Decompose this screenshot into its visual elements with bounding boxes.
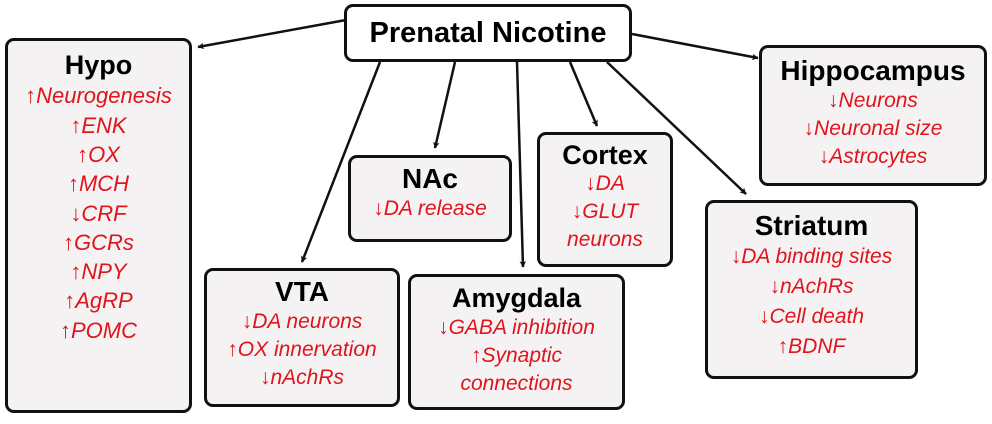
effect-item: ↓DA release xyxy=(373,197,487,221)
effect-item: ↓GABA inhibition xyxy=(438,316,595,340)
effect-item: neurons xyxy=(567,228,643,252)
effect-item: ↑MCH xyxy=(67,171,130,197)
region-title-striatum: Striatum xyxy=(754,210,869,241)
effect-item: ↓CRF xyxy=(70,200,127,226)
region-title-amygdala: Amygdala xyxy=(451,283,582,313)
effect-item: connections xyxy=(460,372,573,396)
arrow-to-nac xyxy=(433,61,457,149)
striatum-box: Striatum ↓DA binding sites ↓nAchRs ↓Cell… xyxy=(705,200,918,379)
effect-item: ↓DA binding sites xyxy=(730,245,893,269)
effect-item: ↑BDNF xyxy=(777,335,846,359)
region-title-nac: NAc xyxy=(401,163,458,194)
effect-item: ↑POMC xyxy=(60,317,137,343)
region-title-cortex: Cortex xyxy=(562,140,648,170)
effect-item: ↑Neurogenesis xyxy=(25,83,172,109)
hypo-box: Hypo ↑Neurogenesis ↑ENK ↑OX ↑MCH ↓CRF ↑G… xyxy=(5,38,192,413)
effect-item: ↑ENK xyxy=(70,112,127,138)
effect-item: ↑GCRs xyxy=(63,229,134,255)
arrow-to-cortex xyxy=(568,61,599,127)
effect-item: ↓Cell death xyxy=(758,305,865,329)
effect-item: ↓Neuronal size xyxy=(803,117,943,141)
arrow-to-hippocampus xyxy=(631,32,759,61)
nac-box: NAc ↓DA release xyxy=(348,155,512,242)
effect-item: ↑NPY xyxy=(70,259,127,285)
hippocampus-box: Hippocampus ↓Neurons ↓Neuronal size ↓Ast… xyxy=(759,45,987,186)
effect-item: ↓GLUT xyxy=(571,200,639,224)
region-title-hypo: Hypo xyxy=(64,50,133,80)
region-title-hippocampus: Hippocampus xyxy=(780,55,966,86)
effect-item: ↑Synaptic xyxy=(470,344,563,368)
effect-item: ↓nAchRs xyxy=(259,366,345,390)
effect-item: ↓Astrocytes xyxy=(818,145,928,169)
effect-item: ↓nAchRs xyxy=(769,275,854,299)
arrow-to-vta xyxy=(300,61,382,263)
effect-item: ↓Neurons xyxy=(828,89,918,113)
prenatal-nicotine-box: Prenatal Nicotine xyxy=(344,4,632,62)
vta-box: VTA ↓DA neurons ↑OX innervation ↓nAchRs xyxy=(204,268,400,407)
arrow-to-striatum xyxy=(606,61,747,195)
effect-item: ↑OX innervation xyxy=(227,338,377,362)
region-title-vta: VTA xyxy=(275,276,329,307)
center-title: Prenatal Nicotine xyxy=(369,16,607,49)
arrow-to-hypo xyxy=(197,18,347,50)
effect-item: ↑OX xyxy=(77,141,120,167)
effect-item: ↓DA xyxy=(585,172,625,196)
effect-item: ↑AgRP xyxy=(64,288,133,314)
arrow-to-amygdala xyxy=(515,61,527,268)
effect-item: ↓DA neurons xyxy=(241,310,363,334)
cortex-box: Cortex ↓DA ↓GLUT neurons xyxy=(537,132,673,267)
amygdala-box: Amygdala ↓GABA inhibition ↑Synaptic conn… xyxy=(408,274,625,410)
